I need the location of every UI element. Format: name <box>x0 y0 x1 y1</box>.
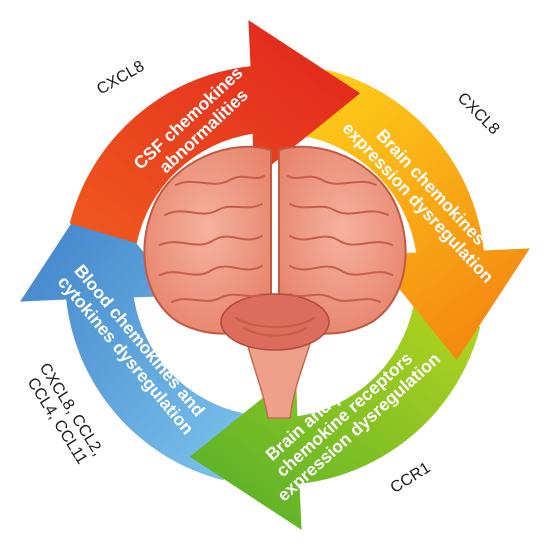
brain-illustration <box>143 145 407 419</box>
right-arrow-orange <box>306 69 530 361</box>
label-ccr1: CCR1 <box>388 459 434 497</box>
cerebellum <box>220 293 330 351</box>
brainstem <box>243 329 315 419</box>
label-cxcl8-top-right: CXCL8 <box>454 90 503 139</box>
brain-folds <box>159 175 393 337</box>
left-arrow-blue <box>20 189 244 481</box>
top-arrow-red <box>69 20 361 244</box>
bottom-arrow-green <box>189 306 481 530</box>
label-cxcl8-top-left: CXCL8 <box>94 58 147 99</box>
